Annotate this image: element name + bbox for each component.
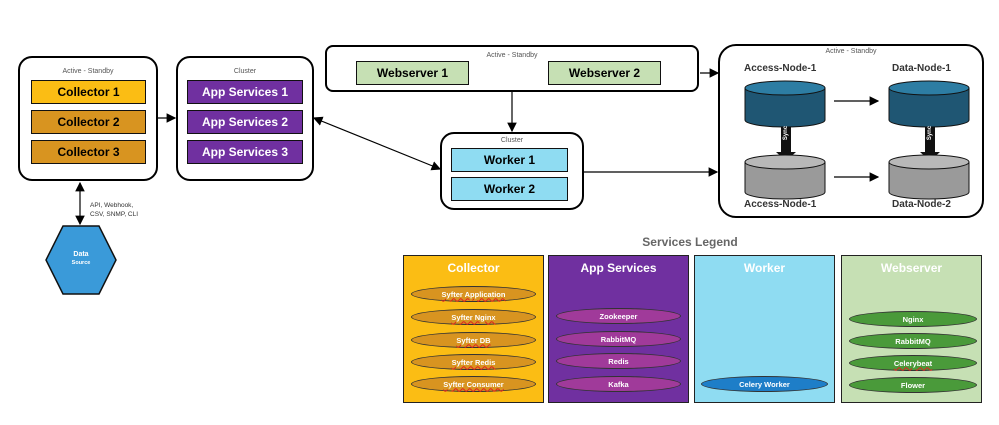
access-node-bottom-cylinder <box>744 154 826 200</box>
legend-web-item: Flower <box>849 377 977 393</box>
legend-collector-item: Syfter Application <box>411 286 536 302</box>
legend-webserver-panel: Webserver Nginx RabbitMQ Celerybeat Flow… <box>841 255 982 403</box>
legend-web-item: RabbitMQ <box>849 333 977 349</box>
database-group: Active - Standby <box>718 44 984 218</box>
legend-app-title: App Services <box>580 261 657 275</box>
data-node-bottom-label: Data-Node-2 <box>892 199 951 210</box>
app-services-1-node[interactable]: App Services 1 <box>187 80 303 104</box>
collector-group: Active - Standby Collector 1 Collector 2… <box>18 56 158 181</box>
access-node-top-label: Access-Node-1 <box>744 63 817 74</box>
db-group-label: Active - Standby <box>825 48 877 55</box>
legend-worker-panel: Worker Celery Worker <box>694 255 835 403</box>
data-source-hexagon <box>45 225 117 295</box>
legend-collector-item: Syfter Redis <box>411 354 536 370</box>
legend-web-item: Celerybeat <box>849 355 977 371</box>
app-services-2-node[interactable]: App Services 2 <box>187 110 303 134</box>
ha-sync-label: Ha Sync <box>498 69 526 76</box>
legend-app-item: Redis <box>556 353 681 369</box>
worker-1-node[interactable]: Worker 1 <box>451 148 568 172</box>
data-node-top-label: Data-Node-1 <box>892 63 951 74</box>
app-services-3-node[interactable]: App Services 3 <box>187 140 303 164</box>
legend-app-item: Kafka <box>556 376 681 392</box>
collector-group-label: Active - Standby <box>62 68 114 75</box>
legend-collector-item: Syfter Nginx <box>411 309 536 325</box>
data-source-connection-label: API, Webhook, CSV, SNMP, CLI <box>90 201 138 219</box>
data-node-top-cylinder <box>888 80 970 128</box>
legend-title: Services Legend <box>642 235 738 249</box>
collector-1-node[interactable]: Collector 1 <box>31 80 146 104</box>
legend-web-item: Nginx <box>849 311 977 327</box>
data-source-line2: Source <box>71 260 91 266</box>
access-node-bottom-label: Access-Node-1 <box>744 199 817 210</box>
data-node-bottom-cylinder <box>888 154 970 200</box>
legend-collector-panel: Collector Syfter Application Syfter Ngin… <box>403 255 544 403</box>
legend-worker-title: Worker <box>743 261 786 275</box>
connection-label-line2: CSV, SNMP, CLI <box>90 211 139 218</box>
legend-app-item: RabbitMQ <box>556 331 681 347</box>
worker-2-node[interactable]: Worker 2 <box>451 177 568 201</box>
collector-2-node[interactable]: Collector 2 <box>31 110 146 134</box>
legend-collector-item: Syfter DB <box>411 332 536 348</box>
legend-web-title: Webserver <box>880 261 943 275</box>
data-source-label: Data Source <box>56 250 106 268</box>
legend-collector-title: Collector <box>447 261 500 275</box>
app-worker-arrow <box>312 116 442 171</box>
access-node-top-cylinder <box>744 80 826 128</box>
legend-collector-item: Syfter Consumer <box>411 376 536 392</box>
app-group-label: Cluster <box>233 68 257 75</box>
webserver-2-node[interactable]: Webserver 2 <box>548 61 661 85</box>
app-services-group: Cluster App Services 1 App Services 2 Ap… <box>176 56 314 181</box>
legend-app-item: Zookeeper <box>556 308 681 324</box>
connection-label-line1: API, Webhook, <box>90 202 134 209</box>
sync-left-label: Sync <box>783 125 789 141</box>
sync-right-label: Sync <box>927 125 933 141</box>
webserver-group: Active - Standby Webserver 1 Webserver 2 <box>325 45 699 92</box>
webserver-1-node[interactable]: Webserver 1 <box>356 61 469 85</box>
collector-3-node[interactable]: Collector 3 <box>31 140 146 164</box>
data-source-line1: Data <box>73 251 89 258</box>
web-group-label: Active - Standby <box>486 52 538 59</box>
worker-group: Cluster Worker 1 Worker 2 <box>440 132 584 210</box>
worker-group-label: Cluster <box>500 137 524 144</box>
legend-worker-item: Celery Worker <box>701 376 828 392</box>
legend-app-services-panel: App Services Zookeeper RabbitMQ Redis Ka… <box>548 255 689 403</box>
